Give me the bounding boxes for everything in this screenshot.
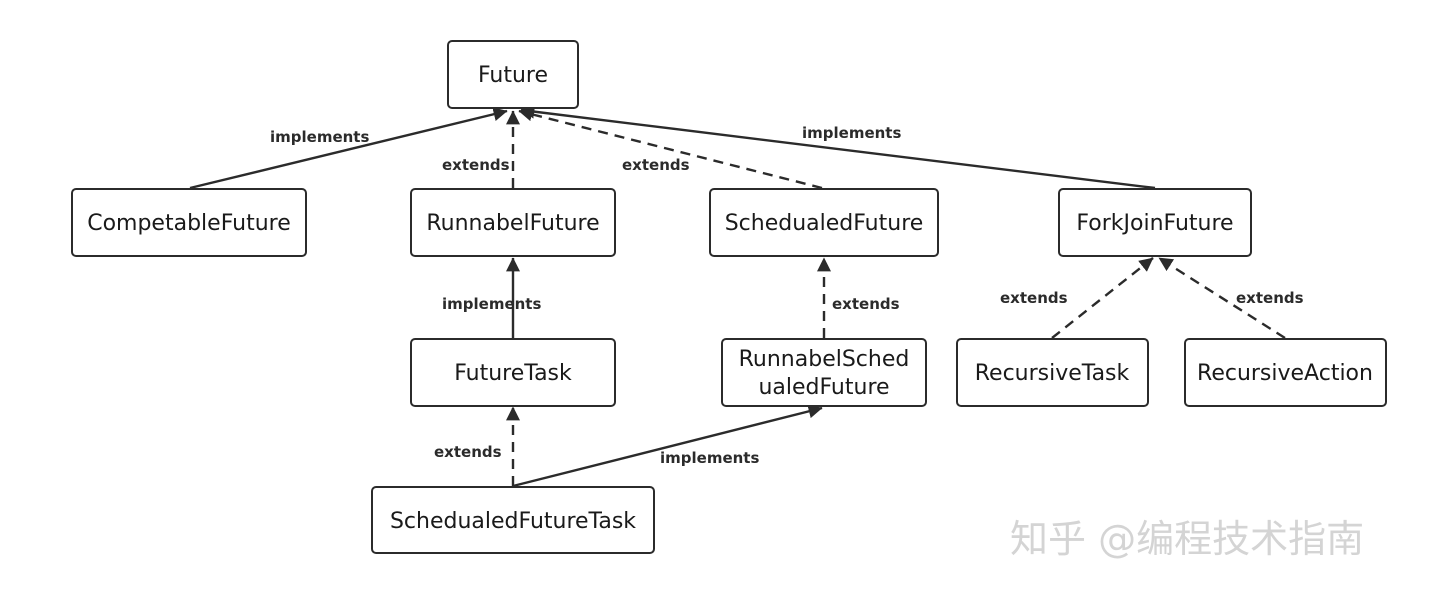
edge-schedualed-extends-future <box>518 107 823 190</box>
edge-competable-implements-future <box>189 107 508 190</box>
node-label-runnabel-future: RunnabelFuture <box>426 211 599 236</box>
edge-forkjoin-implements-future <box>520 104 1156 190</box>
edge-label-runnabelsched-extends: extends <box>832 295 900 313</box>
edge-recursivetask-extends-forkjoin <box>1051 257 1154 339</box>
edge-label-runnabel-extends: extends <box>442 156 510 174</box>
node-runnabel-schedualed-future: RunnabelSched ualedFuture <box>721 338 927 407</box>
edges: implements extends extends implements im… <box>189 104 1304 488</box>
watermark-text: 知乎 @编程技术指南 <box>1010 517 1364 561</box>
edge-label-schedualed-extends: extends <box>622 156 690 174</box>
edge-label-forkjoin-implements: implements <box>802 124 901 142</box>
node-schedualed-future: SchedualedFuture <box>709 188 939 257</box>
edge-label-recursivetask-extends: extends <box>1000 289 1068 307</box>
node-label-fork-join-future: ForkJoinFuture <box>1076 211 1233 236</box>
node-label-future-task: FutureTask <box>454 361 572 386</box>
node-label-schedualed-future: SchedualedFuture <box>725 211 924 236</box>
node-label-recursive-task: RecursiveTask <box>975 361 1130 386</box>
node-recursive-task: RecursiveTask <box>956 338 1149 407</box>
node-label-recursive-action: RecursiveAction <box>1197 361 1373 386</box>
node-label-runnabel-schedualed-future-line2: ualedFuture <box>758 375 889 400</box>
node-schedualed-future-task: SchedualedFutureTask <box>371 486 655 554</box>
edge-sft-implements-runnabelsched <box>512 404 823 488</box>
node-future-task: FutureTask <box>410 338 616 407</box>
node-label-runnabel-schedualed-future-line1: RunnabelSched <box>739 347 910 372</box>
nodes: Future CompetableFuture RunnabelFuture S… <box>71 40 1387 554</box>
node-label-competable-future: CompetableFuture <box>87 211 291 236</box>
node-fork-join-future: ForkJoinFuture <box>1058 188 1252 257</box>
node-runnabel-future: RunnabelFuture <box>410 188 616 257</box>
node-label-future: Future <box>478 63 548 88</box>
edge-label-recursiveaction-extends: extends <box>1236 289 1304 307</box>
edge-label-competable-implements: implements <box>270 128 369 146</box>
node-competable-future: CompetableFuture <box>71 188 307 257</box>
edge-recursiveaction-extends-forkjoin <box>1158 256 1286 340</box>
edge-label-sft-extends: extends <box>434 443 502 461</box>
node-recursive-action: RecursiveAction <box>1184 338 1387 407</box>
node-future: Future <box>447 40 579 109</box>
edge-label-sft-implements: implements <box>660 449 759 467</box>
edge-label-futuretask-implements: implements <box>442 295 541 313</box>
node-label-schedualed-future-task: SchedualedFutureTask <box>390 509 636 534</box>
